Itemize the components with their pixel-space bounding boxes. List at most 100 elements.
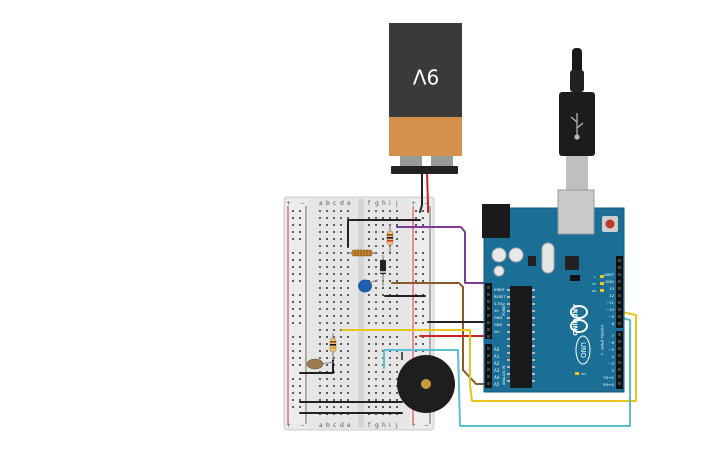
hole: [292, 210, 294, 212]
col-letter: a: [319, 422, 323, 429]
hole: [507, 296, 510, 298]
hole: [292, 399, 294, 401]
hole: [340, 406, 342, 408]
hole: [389, 378, 391, 380]
hole: [415, 259, 417, 261]
hole: [389, 364, 391, 366]
hole: [396, 231, 398, 233]
hole: [292, 336, 294, 338]
digital-header-high: [616, 256, 623, 328]
ceramic-capacitor[interactable]: [358, 279, 379, 293]
digital-header-low: [616, 331, 623, 389]
hole: [422, 238, 424, 240]
analog-header-labels: A0 A1 A2 A3 A4 A5: [494, 347, 500, 387]
hole: [368, 385, 370, 387]
hole: [299, 336, 301, 338]
hole: [382, 231, 384, 233]
hole: [333, 378, 335, 380]
hole: [340, 385, 342, 387]
piezo-buzzer[interactable]: [397, 352, 455, 413]
col-letter: d: [340, 200, 344, 207]
wire-yellow[interactable]: [341, 311, 637, 402]
hole: [396, 378, 398, 380]
hole: [396, 266, 398, 268]
hole: [422, 343, 424, 345]
wire-black-top[interactable]: [347, 219, 421, 248]
hole: [415, 280, 417, 282]
pin-label: A2: [494, 361, 500, 366]
hole: [326, 266, 328, 268]
col-letter: c: [333, 200, 336, 207]
power-header: [485, 283, 492, 339]
analog-group-label: ANALOG IN: [502, 365, 506, 385]
hole: [389, 399, 391, 401]
pin-label: A1: [494, 354, 500, 359]
wire-brown[interactable]: [391, 282, 486, 385]
hole: [340, 371, 342, 373]
battery-label: 9V: [412, 65, 439, 89]
hole: [299, 308, 301, 310]
resistor-top[interactable]: [386, 224, 394, 252]
hole: [375, 301, 377, 303]
hole: [292, 217, 294, 219]
hole: [347, 371, 349, 373]
hole: [532, 352, 535, 354]
hole: [299, 259, 301, 261]
pin-label: TX→1: [602, 375, 614, 380]
hole: [368, 210, 370, 212]
hole: [422, 231, 424, 233]
hole: [368, 406, 370, 408]
hole: [319, 273, 321, 275]
hole: [340, 231, 342, 233]
hole: [299, 364, 301, 366]
wire-cyan[interactable]: [383, 317, 631, 427]
hole: [532, 359, 535, 361]
hole: [368, 301, 370, 303]
inductor[interactable]: [348, 249, 376, 257]
hole: [618, 315, 621, 318]
hole: [389, 357, 391, 359]
rail-plus-label: +: [286, 200, 291, 207]
left-power-rail: [286, 199, 308, 428]
small-chip: [528, 256, 536, 266]
usb-cable[interactable]: [559, 48, 595, 190]
hole: [382, 343, 384, 345]
pin-label: ~3: [608, 361, 614, 366]
pin-label: ~6: [608, 340, 614, 345]
hole: [487, 361, 490, 364]
hole: [333, 406, 335, 408]
hole: [319, 329, 321, 331]
hole: [368, 294, 370, 296]
hole: [415, 336, 417, 338]
hole: [382, 308, 384, 310]
hole: [532, 289, 535, 291]
wire-black-capacitor[interactable]: [299, 359, 334, 374]
hole: [507, 289, 510, 291]
electrolytic-capacitor[interactable]: [306, 358, 335, 370]
led-label: ON: [581, 372, 586, 376]
battery-lead-black[interactable]: [419, 171, 423, 213]
hole: [618, 347, 621, 350]
wire-purple[interactable]: [396, 226, 486, 284]
hole: [618, 375, 621, 378]
hole: [347, 406, 349, 408]
hole: [319, 322, 321, 324]
board-capacitor-2: [508, 247, 524, 263]
atmega-chip: [510, 286, 532, 388]
hole: [382, 385, 384, 387]
hole: [292, 357, 294, 359]
hole: [532, 324, 535, 326]
hole: [368, 399, 370, 401]
resistor-bottom[interactable]: [329, 333, 337, 360]
usb-icon: [570, 113, 584, 140]
battery-9v[interactable]: 9V: [389, 23, 462, 174]
col-letter: e: [347, 200, 351, 207]
hole: [375, 364, 377, 366]
arduino-uno[interactable]: ARDUINO UNO L TX RX ON IOREF RESET 3.3V …: [482, 189, 625, 393]
breadboard[interactable]: + − a b c d e f g h i j + − + − a b c d …: [283, 196, 435, 431]
hole: [347, 266, 349, 268]
hole: [368, 231, 370, 233]
diode[interactable]: [380, 255, 386, 286]
hole: [487, 382, 490, 385]
battery-lead-red[interactable]: [426, 171, 429, 213]
